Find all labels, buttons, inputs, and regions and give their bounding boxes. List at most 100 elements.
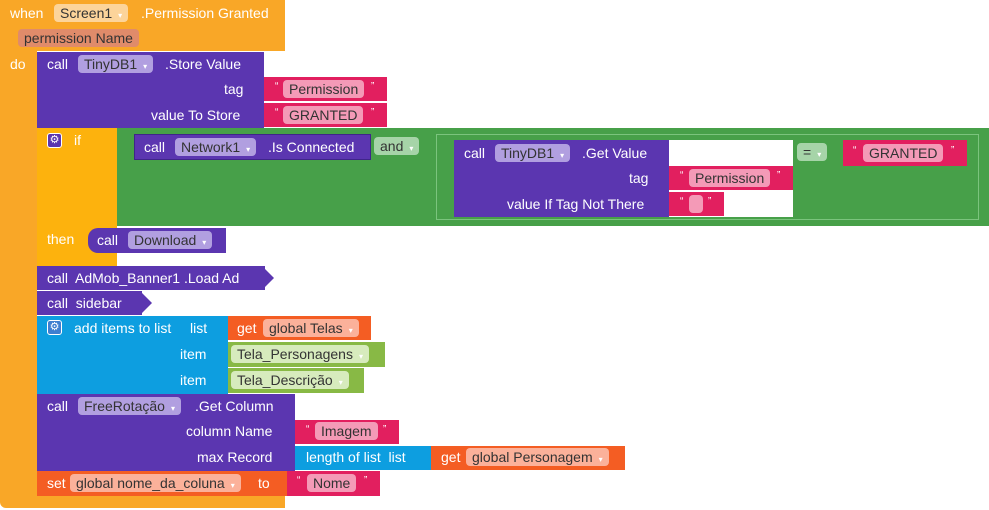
operator: and xyxy=(380,138,404,154)
text-value[interactable]: Permission xyxy=(283,80,365,98)
dropdown-icon: ▾ xyxy=(348,326,353,335)
text-value[interactable]: Nome xyxy=(307,474,357,492)
quote-close-icon: ” xyxy=(777,170,781,181)
tag-label: tag xyxy=(224,81,244,97)
add-items-label: add items to list xyxy=(74,320,172,336)
screen-dropdown[interactable]: Tela_Personagens ▾ xyxy=(231,345,369,363)
admob-load-ad-block[interactable] xyxy=(37,266,265,290)
method-name: .Store Value xyxy=(165,56,242,72)
dropdown-icon: ▾ xyxy=(143,62,148,71)
method-name: .Is Connected xyxy=(268,139,355,155)
dropdown-icon: ▾ xyxy=(560,151,565,160)
length-of-list-block[interactable] xyxy=(295,446,431,470)
component-name: Network1 xyxy=(181,139,241,155)
list-label: list xyxy=(190,320,208,336)
quote-open-icon: “ xyxy=(275,81,279,92)
item-label: item xyxy=(180,346,207,362)
variable-name: global Telas xyxy=(269,320,343,336)
admob-label: call AdMob_Banner1 .Load Ad xyxy=(47,270,240,286)
procedure-name: Download xyxy=(134,232,197,248)
default-label: value If Tag Not There xyxy=(507,196,645,212)
text-value[interactable]: GRANTED xyxy=(283,106,364,124)
dropdown-icon: ▾ xyxy=(230,481,235,490)
call-label: call xyxy=(144,139,166,155)
quote-close-icon: ” xyxy=(364,475,368,486)
quote-close-icon: ” xyxy=(708,196,712,207)
text-value[interactable]: GRANTED xyxy=(863,144,944,162)
dropdown-icon: ▾ xyxy=(338,378,343,387)
and-dropdown[interactable]: and ▾ xyxy=(374,137,420,155)
quote-close-icon: ” xyxy=(371,107,375,118)
when-label: when xyxy=(10,5,44,21)
variable-name: global nome_da_coluna xyxy=(76,475,225,491)
download-dropdown[interactable]: Download ▾ xyxy=(128,231,213,249)
variable-dropdown[interactable]: global nome_da_coluna ▾ xyxy=(70,474,241,492)
sidebar-tab xyxy=(140,291,152,315)
operator: = xyxy=(803,144,812,160)
then-label: then xyxy=(47,231,75,247)
variable-name: global Personagem xyxy=(472,449,593,465)
method-name: .Get Value xyxy=(582,145,648,161)
dropdown-icon: ▾ xyxy=(598,455,603,464)
event-name: .Permission Granted xyxy=(141,5,269,21)
tag-label: tag xyxy=(629,170,649,186)
max-record-label: max Record xyxy=(197,449,273,465)
call-sidebar-block[interactable] xyxy=(37,291,142,315)
call-label: call xyxy=(47,398,69,414)
quote-close-icon: ” xyxy=(383,424,387,435)
dropdown-icon: ▾ xyxy=(817,150,822,159)
tinydb-dropdown[interactable]: TinyDB1 ▾ xyxy=(78,55,154,73)
set-label: set xyxy=(47,475,66,491)
to-label: to xyxy=(258,475,270,491)
screen-dropdown[interactable]: Screen1 ▾ xyxy=(54,4,129,22)
component-name: FreeRotação xyxy=(84,398,165,414)
quote-close-icon: ” xyxy=(371,81,375,92)
variable-dropdown[interactable]: global Personagem ▾ xyxy=(466,448,609,466)
text-value[interactable]: Permission xyxy=(689,169,771,187)
length-of-list-label: length of list list xyxy=(306,449,406,465)
dropdown-icon: ▾ xyxy=(170,404,175,413)
if-label: if xyxy=(74,132,81,148)
event-bottom xyxy=(0,496,285,508)
mutator-gear-icon[interactable]: ⚙ xyxy=(47,133,62,148)
quote-open-icon: “ xyxy=(680,196,684,207)
text-value[interactable]: Imagem xyxy=(315,422,378,440)
component-name: TinyDB1 xyxy=(501,145,555,161)
method-name: .Get Column xyxy=(195,398,274,414)
value-label: value To Store xyxy=(151,107,241,123)
quote-open-icon: “ xyxy=(297,475,301,486)
quote-open-icon: “ xyxy=(275,107,279,118)
quote-open-icon: “ xyxy=(306,424,310,435)
dropdown-icon: ▾ xyxy=(246,145,251,154)
screen-name: Screen1 xyxy=(60,5,113,21)
screen-name: Tela_Personagens xyxy=(237,346,353,362)
get-label: get xyxy=(237,320,257,336)
admob-tab xyxy=(262,266,274,290)
equals-dropdown[interactable]: =▾ xyxy=(797,143,828,161)
call-label: call xyxy=(464,145,486,161)
param-permission-name[interactable]: permission Name xyxy=(18,29,139,47)
dropdown-icon: ▾ xyxy=(358,352,363,361)
component-dropdown[interactable]: FreeRotação ▾ xyxy=(78,397,181,415)
dropdown-icon: ▾ xyxy=(118,11,123,20)
dropdown-icon: ▾ xyxy=(409,144,414,153)
sidebar-label: call sidebar xyxy=(47,295,122,311)
dropdown-icon: ▾ xyxy=(202,238,207,247)
variable-dropdown[interactable]: global Telas ▾ xyxy=(263,319,359,337)
do-label: do xyxy=(10,56,26,72)
event-do-rail xyxy=(0,51,37,501)
get-label: get xyxy=(441,449,461,465)
tinydb-dropdown[interactable]: TinyDB1 ▾ xyxy=(495,144,571,162)
quote-open-icon: “ xyxy=(680,170,684,181)
text-value[interactable] xyxy=(689,195,703,213)
screen-dropdown[interactable]: Tela_Descrição ▾ xyxy=(231,371,349,389)
column-name-label: column Name xyxy=(186,423,273,439)
network-dropdown[interactable]: Network1 ▾ xyxy=(175,138,257,156)
add-items-to-list-block[interactable] xyxy=(37,316,228,394)
quote-close-icon: ” xyxy=(951,145,955,156)
call-label: call xyxy=(97,232,119,248)
screen-name: Tela_Descrição xyxy=(237,372,333,388)
mutator-gear-icon[interactable]: ⚙ xyxy=(47,320,62,335)
component-name: TinyDB1 xyxy=(84,56,138,72)
item-label: item xyxy=(180,372,207,388)
